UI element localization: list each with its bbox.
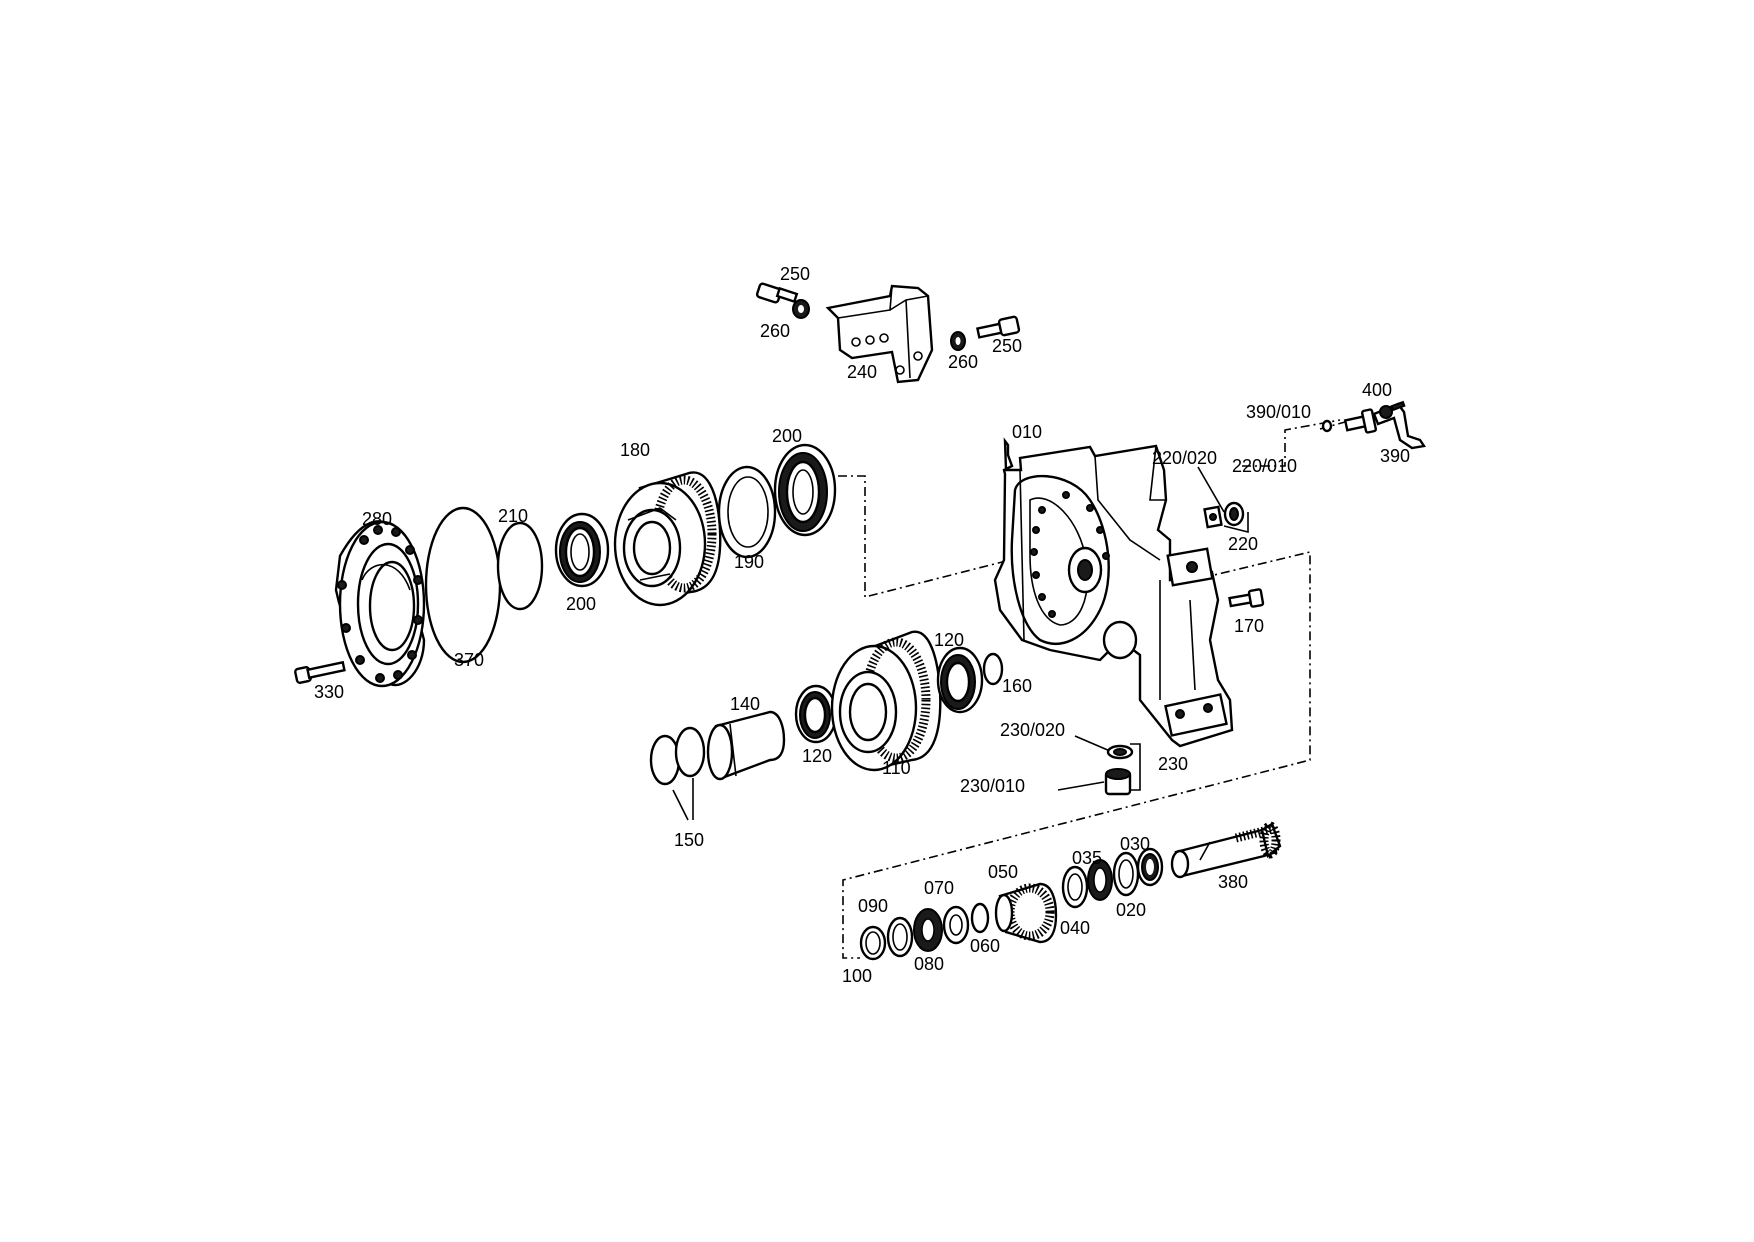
label-020: 020: [1116, 900, 1146, 920]
label-010: 010: [1012, 422, 1042, 442]
bearing-035: [1087, 859, 1113, 901]
label-250-top: 250: [780, 264, 810, 284]
label-220: 220: [1228, 534, 1258, 554]
sensor-390: [1321, 400, 1427, 450]
bearing-200-right: [773, 443, 837, 537]
bolt-170: [1228, 588, 1265, 608]
ring-100: [859, 925, 887, 961]
label-035: 035: [1072, 848, 1102, 868]
cover-bolt-holes: [337, 525, 423, 683]
ring-060: [970, 902, 990, 934]
label-050: 050: [988, 862, 1018, 882]
label-230-010: 230/010: [960, 776, 1025, 796]
part-labels: 250 260 240 260 250 010 390/010 400 390 …: [314, 264, 1410, 986]
label-100: 100: [842, 966, 872, 986]
label-150: 150: [674, 830, 704, 850]
ring-030: [1136, 847, 1164, 887]
label-140: 140: [730, 694, 760, 714]
label-110: 110: [882, 758, 911, 778]
bearing-080: [913, 908, 943, 952]
label-060: 060: [970, 936, 1000, 956]
label-250-right: 250: [992, 336, 1022, 356]
label-210: 210: [498, 506, 528, 526]
label-120-right: 120: [934, 630, 964, 650]
label-090: 090: [858, 896, 888, 916]
label-190: 190: [734, 552, 764, 572]
o-ring-370: [424, 506, 502, 664]
label-240: 240: [847, 362, 877, 382]
bolt-250-right: [976, 315, 1021, 339]
leader-lines: [672, 778, 694, 821]
label-080: 080: [914, 954, 944, 974]
label-370: 370: [454, 650, 484, 670]
label-390: 390: [1380, 446, 1410, 466]
label-230-020: 230/020: [1000, 720, 1065, 740]
label-260-left: 260: [760, 321, 790, 341]
label-220-010: 220/010: [1232, 456, 1297, 476]
housing-010: [993, 437, 1234, 748]
gear-050: [994, 882, 1058, 944]
label-220-020: 220/020: [1152, 448, 1217, 468]
cover-280: [334, 520, 426, 688]
pin-140: [706, 710, 786, 781]
gear-110: [830, 630, 942, 772]
label-070: 070: [924, 878, 954, 898]
washer-070: [942, 905, 970, 945]
snap-ring-160: [982, 652, 1004, 686]
label-120-left: 120: [802, 746, 832, 766]
label-390-010: 390/010: [1246, 402, 1311, 422]
bearing-200-left: [554, 512, 610, 588]
plug-230: [1057, 735, 1141, 796]
ring-020: [1112, 851, 1140, 897]
gear-180: [613, 471, 722, 607]
ring-040: [1061, 865, 1089, 909]
washer-260-left: [792, 299, 810, 319]
plug-220: [1197, 466, 1249, 534]
label-200-top: 200: [772, 426, 802, 446]
label-160: 160: [1002, 676, 1032, 696]
bearing-120-right: [936, 646, 984, 714]
label-170: 170: [1234, 616, 1264, 636]
washer-260-right: [950, 331, 966, 351]
bolt-330: [294, 660, 346, 684]
label-040: 040: [1060, 918, 1090, 938]
ring-190: [717, 465, 777, 559]
label-400: 400: [1362, 380, 1392, 400]
label-200-left: 200: [566, 594, 596, 614]
label-260-right: 260: [948, 352, 978, 372]
bolt-250-left: [755, 282, 799, 304]
o-rings-150: [649, 726, 706, 786]
label-380: 380: [1218, 872, 1248, 892]
label-180: 180: [620, 440, 650, 460]
label-330: 330: [314, 682, 344, 702]
o-ring-210: [496, 521, 544, 611]
label-230: 230: [1158, 754, 1188, 774]
label-030: 030: [1120, 834, 1150, 854]
bearing-120-left: [794, 684, 838, 744]
shaft-380: [1170, 821, 1282, 879]
bracket-240: [825, 284, 934, 384]
label-280: 280: [362, 509, 392, 529]
ring-090: [886, 916, 914, 958]
